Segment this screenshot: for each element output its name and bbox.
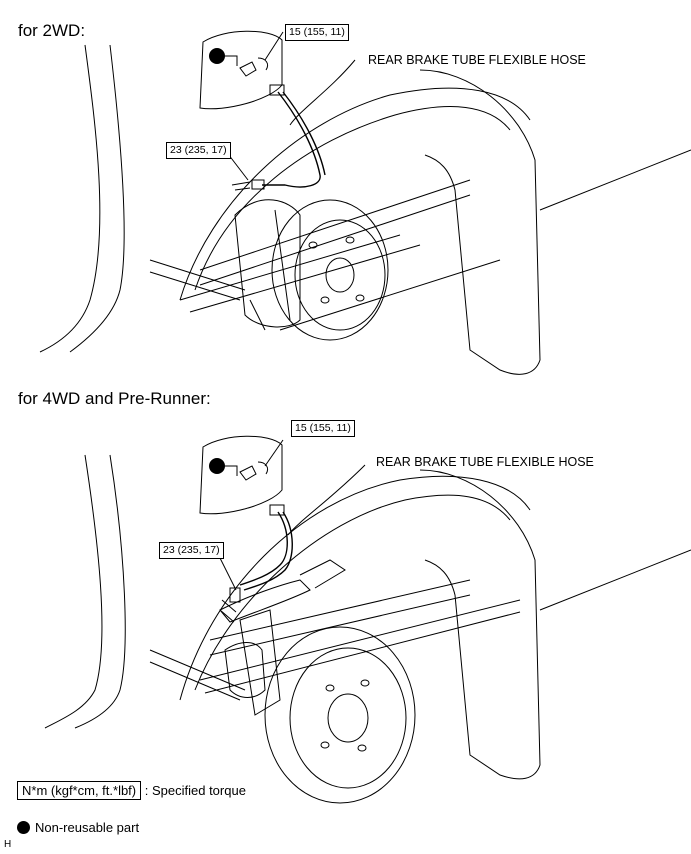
nonreusable-dot-4wd	[209, 458, 225, 474]
torque-callout-2wd-left: 23 (235, 17)	[166, 142, 231, 159]
legend-torque-desc: : Specified torque	[144, 783, 246, 798]
legend-nonreusable: Non-reusable part	[17, 820, 139, 835]
torque-callout-2wd-top: 15 (155, 11)	[285, 24, 349, 41]
legend-torque-unit: N*m (kgf*cm, ft.*lbf)	[17, 781, 142, 800]
nonreusable-leader-4wd	[225, 465, 238, 476]
hose-label-4wd: REAR BRAKE TUBE FLEXIBLE HOSE	[374, 455, 596, 469]
nonreusable-leader-2wd	[225, 55, 238, 66]
nonreusable-dot-2wd	[209, 48, 225, 64]
heading-2wd: for 2WD:	[18, 21, 86, 40]
torque-callout-4wd-left: 23 (235, 17)	[159, 542, 224, 559]
nonreusable-dot-icon	[17, 821, 30, 834]
legend-nonreusable-text: Non-reusable part	[35, 820, 140, 835]
diagram-4wd	[44, 435, 691, 804]
figure-code: H	[4, 839, 12, 850]
heading-4wd: for 4WD and Pre-Runner:	[18, 389, 211, 408]
legend-torque: N*m (kgf*cm, ft.*lbf) : Specified torque	[17, 781, 246, 800]
hose-label-2wd: REAR BRAKE TUBE FLEXIBLE HOSE	[366, 53, 588, 67]
diagram-2wd	[39, 30, 691, 375]
torque-callout-4wd-top: 15 (155, 11)	[291, 420, 355, 437]
